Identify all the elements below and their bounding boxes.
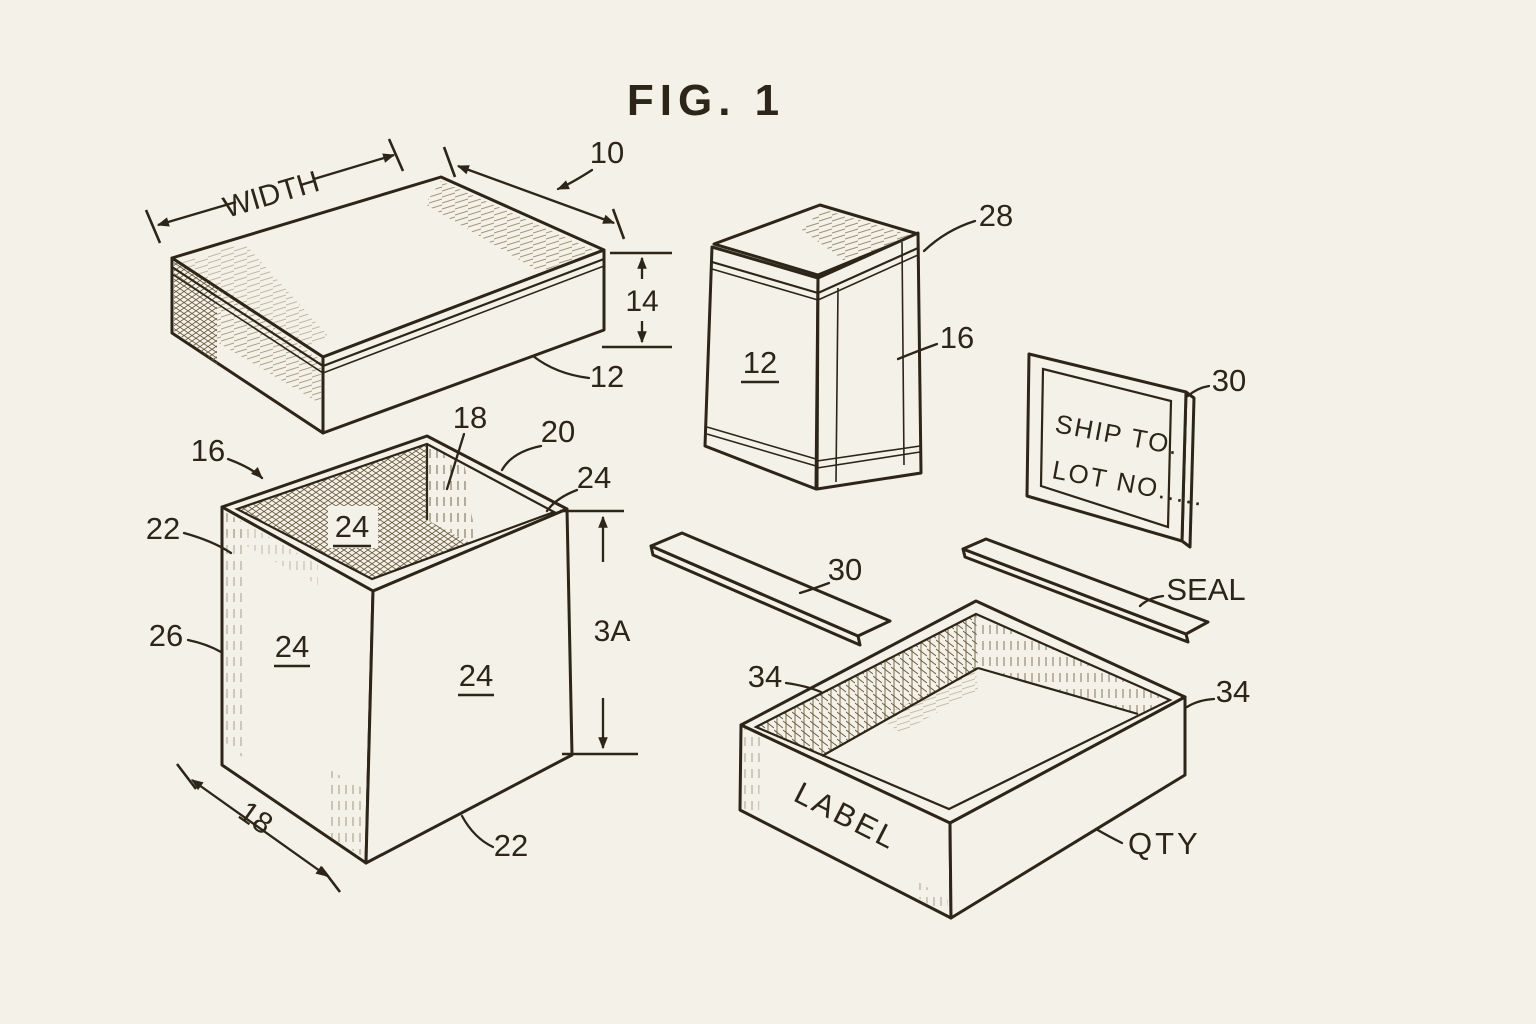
- tray-inner-rim-line: [753, 612, 1173, 811]
- ref-26-label: 26: [149, 618, 183, 653]
- ref-26-leader: [186, 638, 223, 654]
- carton-part: 12 28 16: [703, 198, 1013, 491]
- seal-face: [961, 537, 1210, 636]
- ref-20-leader: [500, 444, 543, 472]
- ref-24-front-label: 24: [275, 629, 309, 664]
- depth-dim-tick: [442, 146, 457, 178]
- carton-base-band: [816, 451, 921, 469]
- lid-top-shading: [180, 243, 330, 352]
- tray-floor-edge: [977, 666, 1139, 716]
- carton-base-band: [706, 426, 817, 460]
- tray-qty-leader: [1094, 827, 1124, 845]
- carton-top-shading: [802, 209, 910, 262]
- depth-dim-arrow: [456, 164, 616, 225]
- lid-part: WIDTH 10 14 12: [144, 135, 672, 435]
- ref-24-corner-leader: [545, 488, 579, 513]
- tray-back-left-wall: [756, 614, 978, 756]
- ref-10-label: 10: [590, 135, 624, 170]
- ref-12-lid-leader: [531, 354, 591, 380]
- dim-18-arrow: [191, 779, 328, 877]
- tray-floor-shading: [880, 670, 978, 733]
- ref-16-box-leader: [226, 457, 264, 480]
- seal-part: SEAL: [961, 537, 1246, 644]
- ref-24-inner-label: 24: [335, 509, 369, 544]
- ref-20-label: 20: [541, 414, 575, 449]
- ref-24-corner-label: 24: [577, 460, 611, 495]
- ref-30-strip-label: 30: [828, 552, 862, 587]
- ref-12-lid-label: 12: [590, 359, 624, 394]
- ref-18-box-leader: [445, 432, 466, 491]
- label-halo: [450, 655, 502, 699]
- lid-left-hatch: [174, 261, 217, 364]
- width-dim-tick: [387, 138, 405, 172]
- tray-face-shading: [743, 728, 760, 815]
- width-dim-arrow: [313, 153, 396, 181]
- sign-part: SHIP TO. LOT NO..... 30: [1025, 352, 1246, 549]
- ref-30-sign-leader: [1186, 384, 1211, 398]
- ref-34-left-label: 34: [748, 659, 782, 694]
- tray-face-shading: [914, 880, 948, 916]
- dim-18-tick: [319, 866, 342, 893]
- tray-qty-label: QTY: [1128, 826, 1201, 861]
- lid-lip-line: [171, 257, 605, 368]
- tray-back-right-wall: [976, 614, 1170, 714]
- carton-base-band: [706, 433, 817, 467]
- box-part: 24 24 24 16 18 20 24 22 26 22 3A 18: [146, 400, 638, 893]
- tray-front-right-face: [948, 695, 1187, 920]
- sign-inner-border: [1039, 367, 1173, 529]
- seal-label: SEAL: [1166, 572, 1245, 607]
- carton-lid-band: [711, 268, 819, 301]
- ref-16-carton-leader: [896, 342, 939, 361]
- ref-22-bottom-leader: [460, 814, 495, 849]
- box-face-shading: [225, 512, 243, 758]
- width-dim-tick: [144, 209, 162, 244]
- ref-22-wall-leader: [182, 531, 233, 555]
- carton-lid-band: [711, 260, 819, 295]
- ref-18-box-label: 18: [453, 400, 487, 435]
- figure-title: FIG. 1: [627, 76, 785, 125]
- box-face-shading: [330, 770, 366, 858]
- ref-16-carton-label: 16: [940, 320, 974, 355]
- carton-fold-line: [835, 287, 839, 483]
- strip-part: 30: [649, 531, 892, 647]
- label-halo: [328, 506, 378, 548]
- ref-16-box-label: 16: [191, 433, 225, 468]
- dim-18-label: 18: [232, 795, 278, 841]
- dim-3a-label: 3A: [594, 615, 631, 648]
- ref-28-leader: [922, 219, 977, 253]
- ref-30-sign-label: 30: [1212, 363, 1246, 398]
- tray-part: LABEL 34 34 QTY: [738, 599, 1250, 920]
- ref-28-label: 28: [979, 198, 1013, 233]
- dim-14-label: 14: [625, 285, 658, 318]
- strip-face: [649, 531, 892, 638]
- ref-34-right-label: 34: [1216, 674, 1250, 709]
- tray-floor-edge: [821, 667, 979, 757]
- ref-22-bottom-label: 22: [494, 828, 528, 863]
- ref-22-wall-label: 22: [146, 511, 180, 546]
- width-dim-arrow: [156, 200, 237, 227]
- box-inner-rim-line: [234, 442, 557, 581]
- box-face-shading: [226, 512, 318, 585]
- carton-side-face: [815, 231, 923, 491]
- box-inner-right-wall: [464, 462, 554, 551]
- seal-leader: [1138, 594, 1165, 608]
- ref-30-strip-leader: [798, 581, 831, 595]
- lid-left-shading: [217, 288, 321, 404]
- carton-lid-band: [817, 254, 919, 301]
- ref-34-right-leader: [1185, 697, 1216, 709]
- dim-18-tick: [175, 763, 198, 790]
- ref-10-leader: [556, 168, 594, 191]
- carton-fold-line: [901, 241, 905, 466]
- depth-dim-tick: [611, 208, 626, 240]
- lid-front-face: [321, 248, 606, 435]
- carton-base-band: [816, 445, 921, 462]
- lid-lip-line: [171, 265, 605, 374]
- ref-34-left-leader: [784, 681, 823, 694]
- ref-24-side-label: 24: [459, 658, 493, 693]
- ref-12-carton-label: 12: [743, 345, 777, 380]
